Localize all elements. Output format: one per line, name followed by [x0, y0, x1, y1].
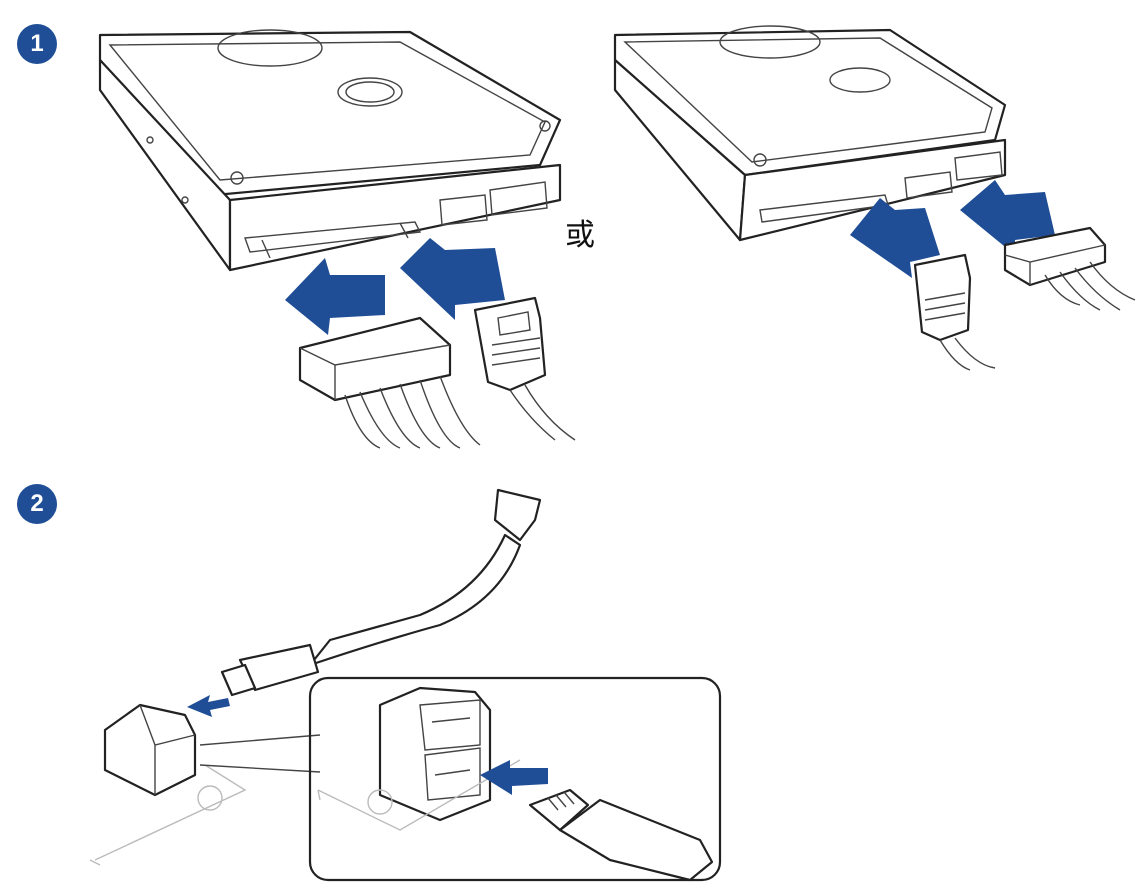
insert-arrow-left-2-icon [400, 238, 505, 320]
step-2-badge: 2 [17, 484, 57, 524]
or-label: 或 [565, 218, 595, 253]
insert-arrow-step2-2-icon [480, 760, 548, 795]
insert-arrow-step2-1-icon [187, 695, 230, 717]
step-1-badge: 1 [17, 24, 57, 64]
insert-arrow-right-2-icon [960, 180, 1055, 255]
zoom-frame [308, 676, 722, 882]
insert-arrow-right-1-icon [850, 198, 940, 278]
insert-arrow-left-1-icon [285, 258, 385, 335]
